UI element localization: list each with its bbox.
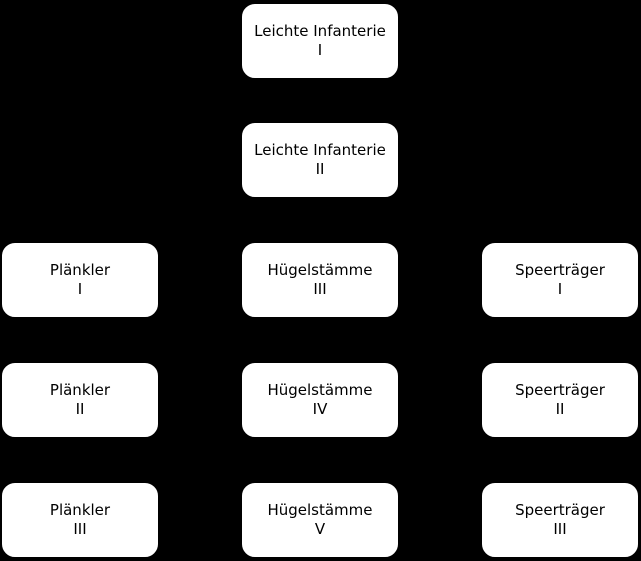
node-tier: V [314, 520, 326, 538]
node-plaenkler-ii: Plänkler II [1, 362, 159, 438]
node-title: Plänkler [49, 381, 111, 399]
node-tier: III [553, 520, 567, 538]
node-tier: IV [312, 400, 328, 418]
node-title: Plänkler [49, 501, 111, 519]
node-plaenkler-i: Plänkler I [1, 242, 159, 318]
node-tier: I [317, 41, 323, 59]
node-title: Speerträger [515, 381, 605, 399]
node-tier: II [555, 400, 565, 418]
node-title: Speerträger [515, 261, 605, 279]
node-title: Hügelstämme [267, 261, 373, 279]
node-speertraeger-iii: Speerträger III [481, 482, 639, 558]
node-tier: I [77, 280, 83, 298]
node-speertraeger-i: Speerträger I [481, 242, 639, 318]
node-huegelstaemme-iv: Hügelstämme IV [241, 362, 399, 438]
node-huegelstaemme-v: Hügelstämme V [241, 482, 399, 558]
node-title: Speerträger [515, 501, 605, 519]
node-tier: III [313, 280, 327, 298]
node-tier: III [73, 520, 87, 538]
node-title: Hügelstämme [267, 381, 373, 399]
node-title: Leichte Infanterie [254, 141, 386, 159]
node-title: Plänkler [49, 261, 111, 279]
node-tier: I [557, 280, 563, 298]
node-leichte-infanterie-ii: Leichte Infanterie II [241, 122, 399, 198]
node-huegelstaemme-iii: Hügelstämme III [241, 242, 399, 318]
node-title: Leichte Infanterie [254, 22, 386, 40]
node-tier: II [315, 160, 325, 178]
node-plaenkler-iii: Plänkler III [1, 482, 159, 558]
node-tier: II [75, 400, 85, 418]
node-leichte-infanterie-i: Leichte Infanterie I [241, 3, 399, 79]
node-speertraeger-ii: Speerträger II [481, 362, 639, 438]
node-title: Hügelstämme [267, 501, 373, 519]
